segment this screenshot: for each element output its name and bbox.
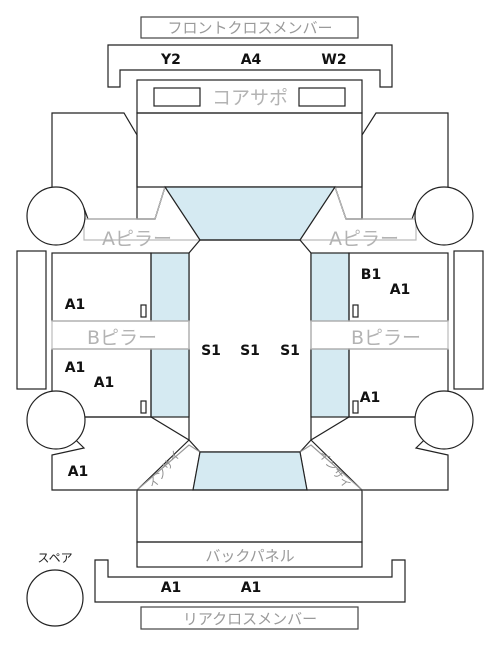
- front-cross-member-box: [140, 16, 359, 39]
- grade-rear-left: A1: [161, 580, 182, 596]
- grade-front-right: W2: [321, 52, 346, 68]
- grade-right-front-a1: A1: [390, 282, 411, 298]
- windshield[interactable]: [163, 186, 337, 241]
- core-support-right-box[interactable]: [298, 87, 346, 107]
- grade-roof-left: S1: [201, 343, 221, 359]
- grade-roof-right: S1: [280, 343, 300, 359]
- grade-right-rear-a1: A1: [360, 390, 381, 406]
- trunk-lid[interactable]: [136, 489, 363, 543]
- rear-left-wheel[interactable]: [26, 390, 86, 450]
- core-support-left-box[interactable]: [153, 87, 201, 107]
- grade-left-rear-door-2: A1: [94, 375, 115, 391]
- right-rear-quarter[interactable]: [310, 416, 450, 491]
- rear-right-wheel[interactable]: [414, 390, 474, 450]
- front-right-wheel[interactable]: [414, 186, 474, 246]
- left-b-pillar-label: Bピラー: [87, 327, 157, 349]
- left-a-pillar-label: Aピラー: [102, 228, 172, 250]
- back-panel-label: バックパネル: [205, 547, 294, 565]
- right-rear-window[interactable]: [310, 348, 350, 418]
- left-front-handle: [140, 304, 147, 318]
- front-cross-member-label: フロントクロスメンバー: [167, 19, 332, 37]
- spare-tire[interactable]: [26, 569, 84, 627]
- grade-rear-right: A1: [241, 580, 262, 596]
- grade-front-center: A4: [241, 52, 262, 68]
- left-side-sill[interactable]: [16, 250, 47, 390]
- rear-cross-member-label: リアクロスメンバー: [183, 610, 317, 628]
- right-b-pillar-label: Bピラー: [351, 327, 421, 349]
- right-a-pillar-label: Aピラー: [329, 228, 399, 250]
- back-panel-box[interactable]: [136, 541, 363, 568]
- right-inside-label: インサイ: [316, 448, 353, 491]
- left-rear-window[interactable]: [150, 348, 190, 418]
- right-side-sill[interactable]: [453, 250, 484, 390]
- left-inside-label: インサイ: [146, 448, 183, 491]
- left-rear-quarter[interactable]: [50, 416, 190, 491]
- spare-label: スペア: [37, 551, 72, 565]
- grade-left-rear-door-1: A1: [65, 360, 86, 376]
- right-front-handle: [352, 304, 359, 318]
- left-rear-handle: [140, 400, 147, 414]
- front-bumper: [107, 44, 393, 88]
- rear-cross-member-box: [140, 606, 359, 630]
- grade-left-rear-quarter: A1: [68, 464, 89, 480]
- grade-left-front-door: A1: [65, 297, 86, 313]
- grade-front-left: Y2: [160, 52, 181, 68]
- rear-bumper[interactable]: [94, 559, 406, 603]
- left-front-window[interactable]: [150, 252, 190, 322]
- right-b-pillar-strip: [310, 320, 449, 350]
- left-b-pillar-strip: [51, 320, 190, 350]
- rear-window[interactable]: [192, 451, 308, 491]
- grade-right-front-b1: B1: [361, 267, 381, 283]
- right-rear-handle: [352, 400, 359, 414]
- core-support-label: コアサポ: [212, 87, 288, 109]
- grade-roof-center: S1: [240, 343, 260, 359]
- front-left-wheel[interactable]: [26, 186, 86, 246]
- right-front-window[interactable]: [310, 252, 350, 322]
